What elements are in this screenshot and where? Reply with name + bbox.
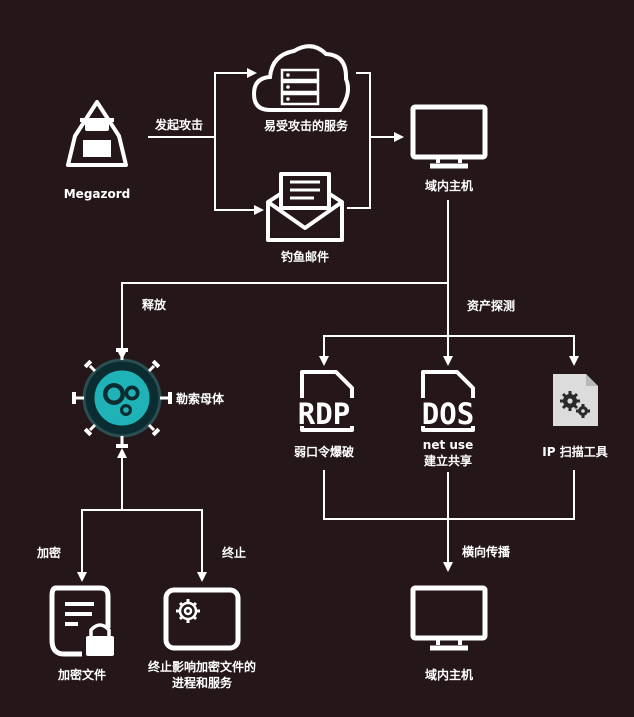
rdp-document-icon bbox=[294, 370, 354, 432]
settings-window-icon bbox=[163, 587, 241, 651]
edge-label-launch-attack: 发起攻击 bbox=[155, 118, 204, 132]
dos-document-label: DOS bbox=[422, 397, 474, 431]
terminate-label-line2: 进程和服务 bbox=[171, 676, 233, 690]
virus-icon bbox=[72, 348, 172, 448]
edge-label-release: 释放 bbox=[142, 298, 167, 312]
dos-document-icon bbox=[415, 370, 477, 432]
edge-label-lateral-move: 横向传播 bbox=[462, 545, 511, 559]
vulnerable-service-label: 易受攻击的服务 bbox=[263, 119, 349, 133]
envelope-icon bbox=[266, 172, 344, 242]
edge-to-email bbox=[214, 137, 264, 215]
ransomware-core-label: 勒索母体 bbox=[176, 392, 225, 406]
terminate-label-line1: 终止影响加密文件的 bbox=[147, 660, 257, 674]
edge-service-to-host bbox=[347, 72, 371, 209]
cloud-server-icon bbox=[251, 44, 350, 112]
edge-release bbox=[117, 282, 448, 360]
host-top-label: 域内主机 bbox=[424, 179, 474, 193]
rdp-document-label: RDP bbox=[298, 397, 350, 431]
host-bottom-label: 域内主机 bbox=[424, 668, 474, 682]
monitor-icon-top bbox=[410, 104, 488, 169]
edge-label-terminate: 终止 bbox=[222, 546, 247, 560]
connector-lines bbox=[77, 68, 579, 582]
attacker-label: Megazord bbox=[63, 187, 131, 201]
ip-scan-label: IP 扫描工具 bbox=[542, 445, 608, 459]
rdp-label: 弱口令爆破 bbox=[293, 445, 355, 459]
encrypted-files-label: 加密文件 bbox=[57, 668, 107, 682]
hacker-icon bbox=[66, 100, 128, 167]
dos-label-line1: net use bbox=[422, 438, 474, 452]
monitor-icon-bottom bbox=[410, 585, 488, 651]
edge-label-encrypt: 加密 bbox=[37, 546, 62, 560]
dos-label-line2: 建立共享 bbox=[423, 454, 473, 468]
edge-to-service bbox=[214, 68, 257, 137]
locked-file-icon bbox=[49, 585, 116, 658]
edge-label-asset-probe: 资产探测 bbox=[467, 299, 516, 313]
gear-document-icon bbox=[553, 374, 598, 426]
edge-encrypt-branch bbox=[81, 509, 207, 582]
phishing-email-label: 钓鱼邮件 bbox=[280, 250, 330, 264]
